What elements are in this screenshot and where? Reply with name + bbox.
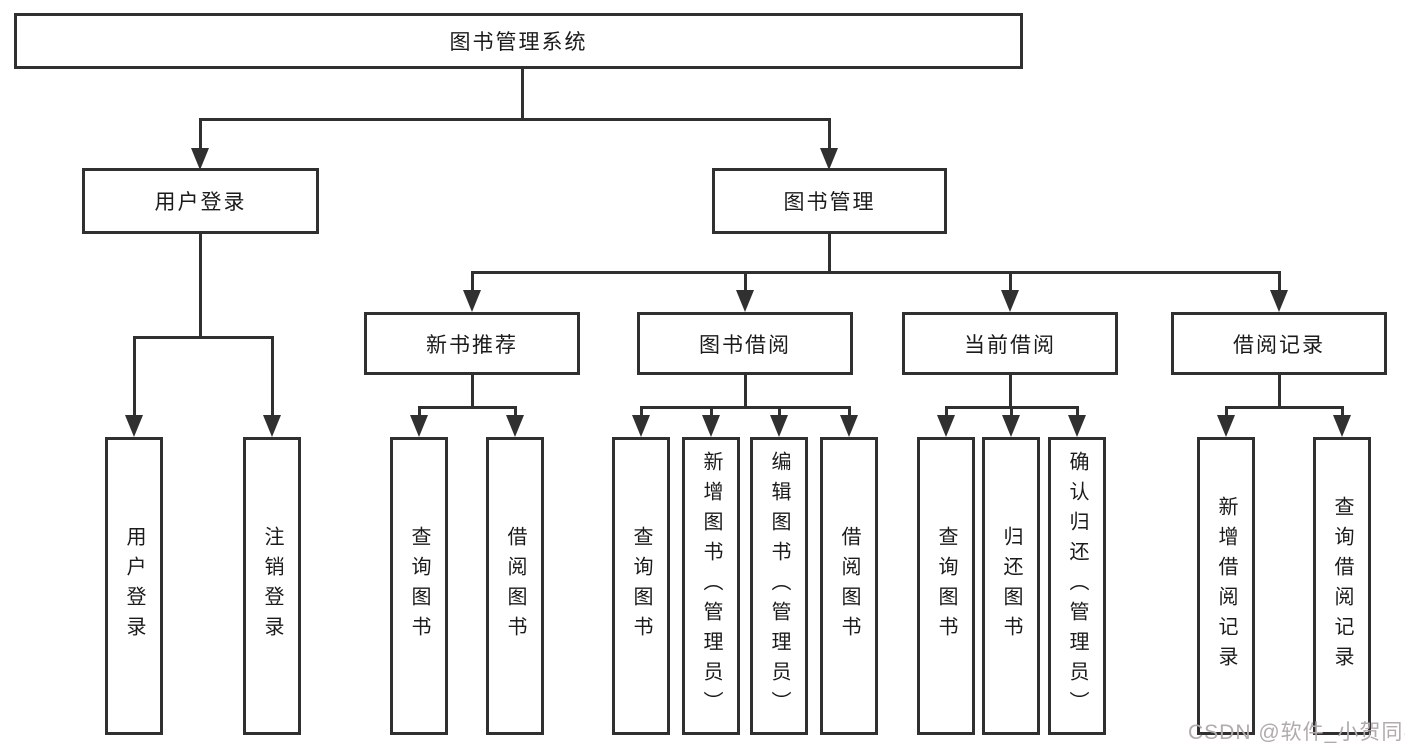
node-cb-query-books: 查询图书 <box>917 437 975 735</box>
connector-line <box>133 338 136 415</box>
node-label: 新增图书（管理员） <box>700 451 722 721</box>
node-label: 编辑图书（管理员） <box>768 451 790 721</box>
arrow-down-icon <box>410 415 428 437</box>
node-label: 借阅图书 <box>838 526 860 646</box>
connector-line <box>471 271 1281 274</box>
arrow-down-icon <box>702 415 720 437</box>
connector-line <box>199 233 202 338</box>
node-cb-return-books: 归还图书 <box>982 437 1040 735</box>
connector-line <box>199 120 202 148</box>
connector-line <box>1225 408 1228 417</box>
arrow-down-icon <box>125 415 143 437</box>
node-bb-edit-books-admin: 编辑图书（管理员） <box>750 437 808 735</box>
node-nb-query-books: 查询图书 <box>390 437 448 735</box>
arrow-down-icon <box>736 290 754 312</box>
arrow-down-icon <box>1270 290 1288 312</box>
arrow-down-icon <box>1333 415 1351 437</box>
node-borrow-records: 借阅记录 <box>1171 312 1387 375</box>
node-current-borrow: 当前借阅 <box>902 312 1118 375</box>
connector-line <box>640 408 643 417</box>
node-label: 借阅图书 <box>504 526 526 646</box>
connector-line <box>828 120 831 148</box>
connector-line <box>471 375 474 408</box>
connector-line <box>828 233 831 273</box>
node-new-book-recommend: 新书推荐 <box>364 312 580 375</box>
node-label: 注销登录 <box>261 526 283 646</box>
node-book-borrow: 图书借阅 <box>637 312 853 375</box>
watermark: CSDN @软件_小贺同学 <box>1188 721 1405 744</box>
connector-line <box>1010 408 1013 417</box>
arrow-down-icon <box>937 415 955 437</box>
node-label: 借阅记录 <box>1233 333 1325 357</box>
connector-line <box>1225 406 1344 409</box>
arrow-down-icon <box>840 415 858 437</box>
node-label: 查询借阅记录 <box>1331 496 1353 676</box>
node-label: 图书管理 <box>783 191 876 214</box>
connector-line <box>514 408 517 417</box>
connector-line <box>945 408 948 417</box>
connector-line <box>271 338 274 415</box>
arrow-down-icon <box>820 148 838 170</box>
connector-line <box>133 336 274 339</box>
node-library-system: 图书管理系统 <box>14 13 1023 69</box>
connector-line <box>1076 408 1079 417</box>
node-label: 新增借阅记录 <box>1215 496 1237 676</box>
connector-line <box>1009 273 1012 290</box>
arrow-down-icon <box>1217 415 1235 437</box>
connector-line <box>418 408 421 417</box>
node-book-management: 图书管理 <box>712 168 947 234</box>
arrow-down-icon <box>770 415 788 437</box>
connector-line <box>778 408 781 417</box>
node-label: 新书推荐 <box>426 333 518 357</box>
node-nb-borrow-books: 借阅图书 <box>486 437 544 735</box>
arrow-down-icon <box>1068 415 1086 437</box>
node-br-add-record: 新增借阅记录 <box>1197 437 1255 735</box>
connector-line <box>848 408 851 417</box>
node-label: 用户登录 <box>154 191 247 214</box>
arrow-down-icon <box>506 415 524 437</box>
connector-line <box>521 69 524 120</box>
arrow-down-icon <box>1001 290 1019 312</box>
node-label: 图书借阅 <box>699 333 791 357</box>
node-user-login: 用户登录 <box>82 168 319 234</box>
connector-line <box>199 118 831 121</box>
node-label: 用户登录 <box>123 526 145 646</box>
arrow-down-icon <box>632 415 650 437</box>
arrow-down-icon <box>263 415 281 437</box>
connector-line <box>1009 375 1012 408</box>
node-label: 归还图书 <box>1000 526 1022 646</box>
connector-line <box>710 408 713 417</box>
connector-line <box>744 375 747 408</box>
node-label: 当前借阅 <box>964 333 1056 357</box>
node-label: 查询图书 <box>408 526 430 646</box>
node-label: 查询图书 <box>630 526 652 646</box>
node-bb-borrow-books: 借阅图书 <box>820 437 878 735</box>
arrow-down-icon <box>463 290 481 312</box>
node-ul-user-login: 用户登录 <box>105 437 163 735</box>
node-bb-add-books-admin: 新增图书（管理员） <box>682 437 740 735</box>
connector-line <box>1278 375 1281 408</box>
arrow-down-icon <box>191 148 209 170</box>
connector-line <box>1278 273 1281 290</box>
node-label: 查询图书 <box>935 526 957 646</box>
connector-line <box>418 406 517 409</box>
connector-line <box>640 406 851 409</box>
node-ul-logout: 注销登录 <box>243 437 301 735</box>
node-label: 图书管理系统 <box>449 31 588 54</box>
connector-line <box>744 273 747 290</box>
connector-line <box>471 273 474 290</box>
node-br-query-record: 查询借阅记录 <box>1313 437 1371 735</box>
arrow-down-icon <box>1002 415 1020 437</box>
connector-line <box>1341 408 1344 417</box>
node-label: 确认归还（管理员） <box>1066 451 1088 721</box>
node-cb-confirm-return-admin: 确认归还（管理员） <box>1048 437 1106 735</box>
connector-line <box>945 406 1079 409</box>
node-bb-query-books: 查询图书 <box>612 437 670 735</box>
